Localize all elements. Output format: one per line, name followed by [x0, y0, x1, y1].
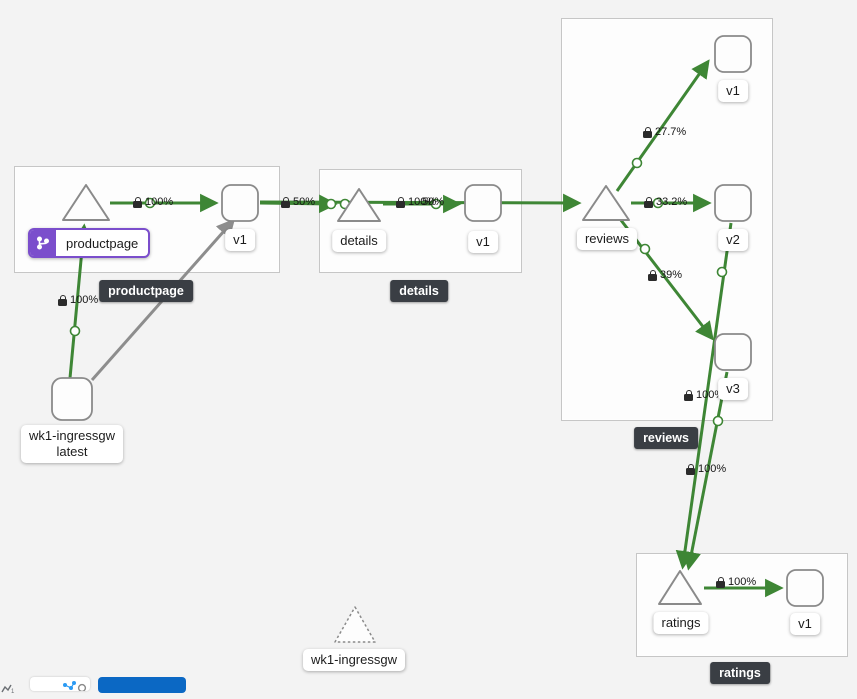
- workload-node-reviews-v3[interactable]: [714, 333, 752, 371]
- group-badge-reviews[interactable]: reviews: [634, 427, 698, 449]
- node-label-details[interactable]: details: [332, 230, 386, 252]
- edge-label-productpage-v1: 100%: [133, 196, 173, 209]
- workload-node-ingressgw[interactable]: [51, 377, 93, 421]
- traffic-point: [639, 243, 651, 255]
- node-label-reviews-v2[interactable]: v2: [718, 229, 748, 251]
- traffic-point: [712, 415, 724, 427]
- traffic-point: [144, 197, 156, 209]
- edge-productpage-to-details[interactable]: [259, 194, 338, 214]
- edge-label-details-v1: 100%: [396, 196, 436, 209]
- group-badge-productpage[interactable]: productpage: [99, 280, 193, 302]
- traffic-point: [631, 157, 643, 169]
- traffic-point: [325, 198, 337, 210]
- workload-node-ratings-v1[interactable]: [786, 569, 824, 607]
- node-label-ratings-v1[interactable]: v1: [790, 613, 820, 635]
- lock-icon: [281, 196, 290, 208]
- group-badge-details[interactable]: details: [390, 280, 448, 302]
- edge-label-reviews-v2: 33.2%: [644, 196, 687, 209]
- edge-label-v3-ratings: 100%: [686, 463, 726, 476]
- edge-label-productpage-reviews: 50%: [422, 196, 445, 208]
- lock-icon: [58, 294, 67, 306]
- edge-label-productpage-details: 50%: [281, 196, 315, 209]
- lock-icon: [648, 269, 657, 281]
- workload-node-reviews-v2[interactable]: [714, 184, 752, 222]
- traffic-point: [652, 197, 664, 209]
- edge-label-ingress-productpage: 100%: [58, 294, 98, 307]
- edge-label-v2-ratings: 100%: [684, 389, 724, 402]
- node-label-productpage-v1[interactable]: v1: [225, 229, 255, 251]
- traffic-point: [69, 325, 81, 337]
- edge-reviews-to-v1[interactable]: [615, 59, 710, 192]
- lock-icon: [686, 463, 695, 475]
- lock-icon: [396, 196, 405, 208]
- node-label-ratings[interactable]: ratings: [653, 612, 709, 634]
- lock-icon: [684, 389, 693, 401]
- traffic-point: [716, 266, 728, 278]
- service-node-reviews[interactable]: [582, 185, 630, 221]
- workload-node-details-v1[interactable]: [464, 184, 502, 222]
- lock-icon: [644, 196, 653, 208]
- legend-button[interactable]: [98, 677, 186, 693]
- service-node-ratings[interactable]: [658, 570, 702, 605]
- traffic-point: [430, 198, 442, 210]
- group-badge-ratings[interactable]: ratings: [710, 662, 770, 684]
- workload-node-reviews-v1[interactable]: [714, 35, 752, 73]
- lock-icon: [133, 196, 142, 208]
- node-label-details-v1[interactable]: v1: [468, 231, 498, 253]
- node-label-reviews[interactable]: reviews: [576, 228, 638, 250]
- node-label-idle-ingressgw[interactable]: wk1-ingressgw: [303, 649, 405, 671]
- partial-ring-icon: [77, 683, 87, 693]
- node-label-reviews-v3[interactable]: v3: [718, 378, 748, 400]
- edge-label-reviews-v1: 27.7%: [643, 126, 686, 139]
- lock-icon: [643, 126, 652, 138]
- lock-icon: [716, 576, 725, 588]
- node-label-productpage: productpage: [66, 235, 139, 251]
- node-label-reviews-v1[interactable]: v1: [718, 80, 748, 102]
- service-node-productpage[interactable]: [62, 184, 110, 221]
- idle-service-node-ingressgw[interactable]: [334, 606, 376, 643]
- graph-type-mini-button[interactable]: [30, 677, 90, 693]
- selected-node-label-productpage[interactable]: productpage: [28, 228, 151, 258]
- edge-reviews-v3-to-ratings[interactable]: [682, 371, 729, 571]
- workload-node-productpage-v1[interactable]: [221, 184, 259, 222]
- edge-reviews-v2-to-ratings[interactable]: [675, 222, 733, 570]
- svg-text:1: 1: [11, 689, 15, 694]
- edge-label-ratings-v1: 100%: [716, 576, 756, 589]
- edge-label-reviews-v3: 39%: [648, 269, 682, 282]
- graph-toolbar-fragment-icon[interactable]: 1: [1, 681, 15, 695]
- version-branch-icon: [30, 230, 56, 256]
- service-node-details[interactable]: [337, 188, 381, 222]
